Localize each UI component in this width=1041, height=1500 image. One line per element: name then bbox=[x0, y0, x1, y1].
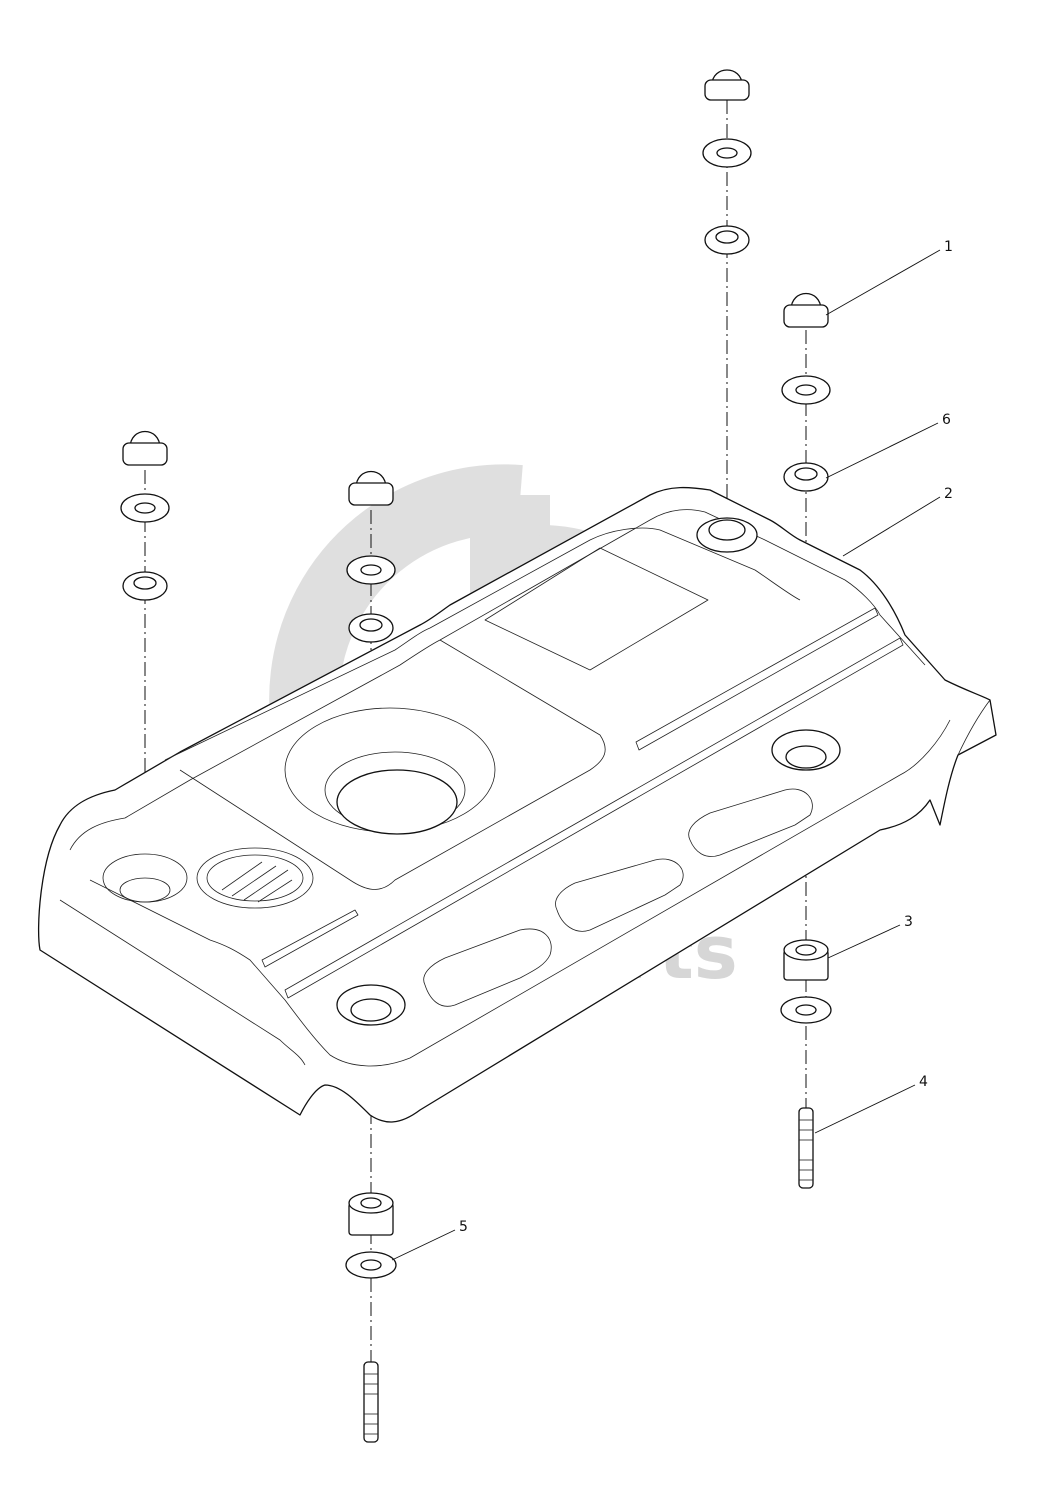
callout-5: 5 bbox=[391, 1219, 468, 1261]
callout-1: 1 bbox=[825, 239, 953, 316]
spring-washer-front-left bbox=[348, 613, 394, 643]
callout-3: 3 bbox=[827, 914, 913, 959]
stud-bolt-left bbox=[363, 1361, 379, 1443]
stud-bolt-right bbox=[798, 1107, 814, 1189]
callout-2-label: 2 bbox=[944, 486, 953, 502]
vent-grille bbox=[196, 847, 314, 909]
cap-nut-rear-right bbox=[704, 69, 750, 101]
cap-nut-rear-left bbox=[122, 431, 168, 466]
flat-washer-rear-left bbox=[120, 493, 170, 523]
callout-5-label: 5 bbox=[459, 1219, 468, 1235]
callout-2: 2 bbox=[842, 486, 953, 557]
spring-washer-front-right bbox=[783, 462, 829, 492]
engine-cover bbox=[37, 486, 997, 1123]
cap-nut-front-right bbox=[783, 293, 829, 328]
spring-washer-rear-right bbox=[704, 225, 750, 255]
callout-3-label: 3 bbox=[904, 914, 913, 930]
spacer-sleeve-front-left bbox=[348, 1192, 394, 1236]
spacer-sleeve-front-right bbox=[783, 939, 829, 981]
callout-4: 4 bbox=[814, 1074, 928, 1134]
cap-nut-front-left bbox=[348, 471, 394, 506]
callout-4-label: 4 bbox=[919, 1074, 928, 1090]
flat-washer-lower-left bbox=[345, 1251, 397, 1279]
flat-washer-lower-right bbox=[780, 996, 832, 1024]
spring-washer-rear-left bbox=[122, 571, 168, 601]
flat-washer-front-right bbox=[781, 375, 831, 405]
flat-washer-front-left bbox=[346, 555, 396, 585]
callout-6: 6 bbox=[825, 412, 951, 479]
flat-washer-rear-right bbox=[702, 138, 752, 168]
callout-1-label: 1 bbox=[944, 239, 953, 255]
callout-6-label: 6 bbox=[942, 412, 951, 428]
